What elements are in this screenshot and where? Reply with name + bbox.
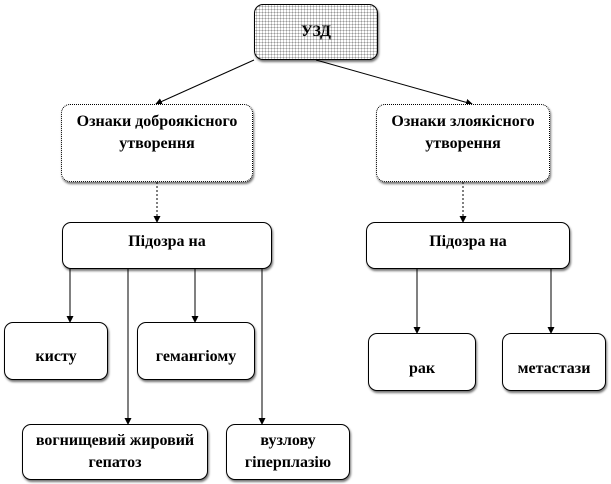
node-cyst: кисту [4,322,108,380]
node-cyst-label: кисту [35,348,77,365]
node-malignant-signs: Ознаки злоякісного утворення [376,104,550,182]
node-nodular-hyperplasia-label: вузлову гіперплазію [244,432,332,471]
node-ultrasound-label: УЗД [300,23,331,40]
node-malignant-signs-label: Ознаки злоякісного утворення [391,113,535,152]
node-focal-steatosis: вогнищевий жировий гепатоз [22,424,208,480]
node-cancer-label: рак [408,360,436,377]
node-focal-steatosis-label: вогнищевий жировий гепатоз [35,432,195,471]
node-benign-signs: Ознаки доброякісного утворення [61,104,253,182]
node-suspicion-malignant: Підозра на [366,222,570,269]
node-nodular-hyperplasia: вузлову гіперплазію [226,424,350,480]
edge-root-benign [155,59,255,105]
node-ultrasound: УЗД [254,4,378,60]
node-metastases-label: метастази [517,360,591,377]
node-metastases: метастази [502,333,606,391]
edge-root-malignant [315,59,473,106]
node-benign-signs-label: Ознаки доброякісного утворення [76,113,238,152]
node-suspicion-benign: Підозра на [62,222,272,269]
node-hemangioma-label: гемангіому [155,348,237,365]
node-suspicion-malignant-label: Підозра на [429,233,507,250]
node-suspicion-benign-label: Підозра на [128,233,206,250]
node-hemangioma: гемангіому [137,322,255,380]
node-cancer: рак [368,333,476,391]
